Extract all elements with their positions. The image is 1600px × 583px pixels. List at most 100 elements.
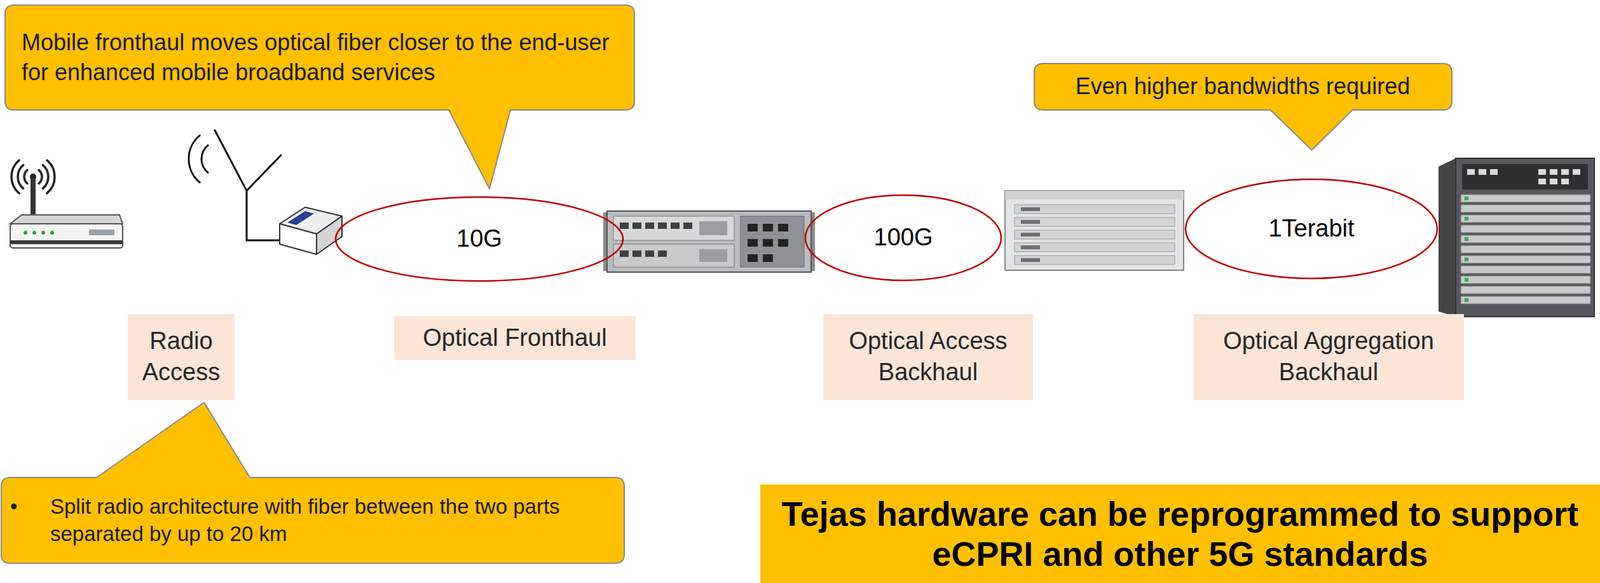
fronthaul-equipment — [699, 221, 728, 236]
callout-text: Mobile fronthaul moves optical fiber clo… — [21, 27, 618, 88]
fronthaul-equipment — [619, 250, 629, 257]
aggregation-chassis — [1460, 194, 1591, 203]
aggregation-chassis — [1572, 169, 1581, 175]
callout-outline — [1, 402, 625, 564]
aggregation-chassis — [1460, 265, 1591, 274]
bandwidth-ellipse: 100G — [804, 193, 1003, 282]
aggregation-chassis — [1478, 169, 1487, 175]
antenna-icon — [246, 155, 281, 191]
bandwidth-ellipse: 10G — [334, 195, 625, 283]
access-equipment — [1020, 219, 1040, 224]
access-equipment — [1020, 207, 1040, 212]
aggregation-chassis — [1462, 164, 1588, 190]
bandwidth-ellipse: 1Terabit — [1184, 177, 1439, 280]
aggregation-chassis — [1467, 169, 1475, 175]
aggregation-chassis — [1549, 169, 1558, 175]
aggregation-chassis — [1538, 178, 1546, 185]
callout-note: Mobile fronthaul moves optical fiber clo… — [5, 5, 635, 110]
fronthaul-equipment — [762, 223, 773, 232]
segment-name: Radio Access — [135, 325, 227, 389]
callout-outline — [5, 5, 635, 189]
banner-text: Tejas hardware can be reprogrammed to su… — [772, 493, 1588, 573]
access-equipment — [1020, 232, 1040, 237]
fronthaul-equipment — [603, 211, 815, 273]
fronthaul-equipment — [619, 221, 728, 262]
access-equipment — [1014, 204, 1175, 214]
wifi-router-icon — [17, 165, 24, 189]
aggregation-chassis — [1464, 277, 1469, 282]
aggregation-chassis — [1460, 255, 1591, 264]
wifi-router-icon — [10, 223, 123, 248]
aggregation-chassis — [1438, 158, 1595, 317]
aggregation-chassis — [1460, 245, 1591, 253]
fronthaul-equipment — [762, 254, 773, 262]
aggregation-chassis — [1460, 235, 1591, 243]
aggregation-chassis — [1549, 178, 1558, 185]
fronthaul-equipment — [778, 239, 789, 247]
ellipse-outline — [335, 197, 623, 281]
access-equipment — [1020, 258, 1040, 262]
segment-label: Radio Access — [127, 314, 235, 400]
antenna-icon — [201, 145, 208, 173]
fronthaul-equipment — [670, 222, 680, 229]
node-content: Optical Fronthaul — [401, 322, 629, 354]
segment-label: Optical Aggregation Backhaul — [1193, 314, 1464, 400]
node-content: 10G — [456, 223, 503, 255]
access-equipment — [1014, 230, 1175, 240]
node-content: Radio Access — [135, 325, 227, 389]
segment-label: Optical Fronthaul — [394, 315, 636, 360]
fronthaul-equipment — [632, 250, 642, 257]
bandwidth-label: 10G — [456, 223, 503, 255]
callout-outline — [1034, 63, 1452, 151]
node-content: Optical Access Backhaul — [830, 325, 1026, 389]
aggregation-chassis — [1467, 169, 1581, 185]
wifi-router-icon — [10, 214, 123, 224]
access-equipment — [1020, 207, 1040, 262]
wifi-router-icon — [11, 160, 20, 194]
fronthaul-equipment — [657, 250, 667, 257]
aggregation-chassis — [1460, 296, 1591, 304]
fronthaul-equipment — [613, 216, 735, 241]
radio-unit-icon — [287, 211, 315, 226]
aggregation-chassis — [1464, 298, 1469, 302]
fronthaul-equipment — [747, 239, 758, 247]
fronthaul-equipment — [683, 222, 693, 229]
radio-unit-icon — [316, 216, 342, 255]
bandwidth-label: 1Terabit — [1268, 212, 1354, 245]
fronthaul-equipment — [657, 222, 667, 229]
antenna-icon — [246, 190, 248, 241]
callout-note: Even higher bandwidths required — [1034, 63, 1452, 110]
fronthaul-equipment — [699, 249, 728, 262]
wifi-router-icon — [30, 177, 36, 217]
aggregation-chassis — [1561, 178, 1569, 185]
segment-label: Optical Access Backhaul — [823, 314, 1033, 400]
segment-name: Optical Aggregation Backhaul — [1201, 325, 1457, 389]
wifi-router-icon — [10, 160, 123, 248]
wifi-router-icon — [10, 240, 123, 245]
aggregation-chassis — [1460, 225, 1591, 233]
wifi-router-icon — [41, 230, 46, 235]
aggregation-chassis — [1464, 216, 1469, 221]
fronthaul-equipment — [740, 216, 805, 267]
aggregation-chassis — [1460, 286, 1591, 294]
fronthaul-equipment — [747, 254, 758, 262]
segment-name: Optical Access Backhaul — [830, 325, 1026, 389]
fronthaul-equipment — [607, 211, 812, 273]
callout-text: Split radio architecture with fiber betw… — [50, 493, 612, 548]
node-content: •Split radio architecture with fiber bet… — [10, 493, 612, 548]
fronthaul-equipment — [619, 222, 629, 229]
aggregation-chassis — [1464, 237, 1469, 241]
access-equipment — [1014, 255, 1175, 265]
segment-name: Optical Fronthaul — [401, 322, 629, 354]
aggregation-chassis — [1460, 214, 1591, 223]
aggregation-chassis — [1490, 169, 1498, 175]
aggregation-chassis — [1455, 158, 1595, 317]
antenna-icon — [214, 130, 247, 191]
aggregation-chassis — [1464, 196, 1469, 201]
access-equipment — [1014, 204, 1175, 265]
aggregation-chassis — [1464, 196, 1469, 302]
node-content: 1Terabit — [1268, 212, 1354, 245]
aggregation-chassis — [1460, 204, 1591, 213]
aggregation-chassis — [1538, 169, 1546, 175]
